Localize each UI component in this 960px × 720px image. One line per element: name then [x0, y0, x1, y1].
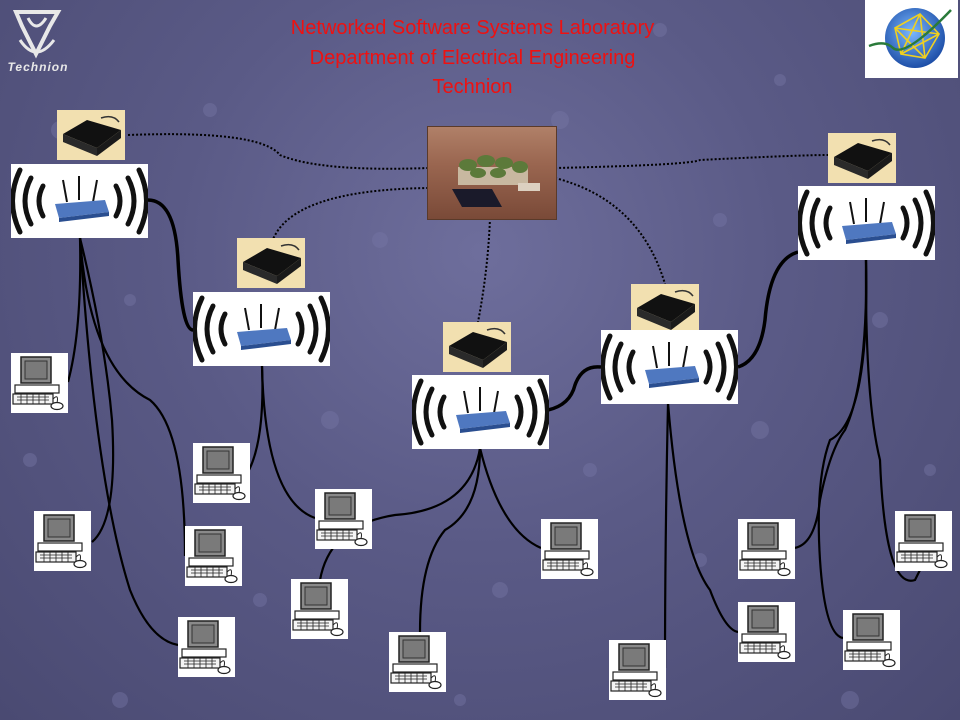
- desktop-computer-icon: [738, 519, 795, 579]
- wire-r3-r4: [547, 365, 602, 412]
- wire-r2-pc5: [247, 365, 264, 473]
- wire-r5-pc12: [793, 259, 868, 550]
- institution-title: Technion: [432, 76, 513, 98]
- wire-r2-pc6: [260, 365, 316, 520]
- black-base-station-icon: [237, 238, 305, 288]
- wire-r3-pc8: [418, 447, 482, 633]
- wire-r5-pc14: [864, 259, 926, 582]
- mars-rover-lander-image: [427, 126, 557, 220]
- backhaul-link-1: [127, 133, 429, 170]
- wireless-router-icon: [193, 292, 330, 366]
- desktop-computer-icon: [193, 443, 250, 503]
- desktop-computer-icon: [389, 632, 446, 692]
- desktop-computer-icon: [609, 640, 666, 700]
- black-base-station-icon: [828, 133, 896, 183]
- black-base-station-icon: [631, 284, 699, 334]
- desktop-computer-icon: [11, 353, 68, 413]
- desktop-computer-icon: [315, 489, 372, 549]
- wire-r5-pc13: [817, 259, 868, 640]
- desktop-computer-icon: [738, 602, 795, 662]
- wireless-router-icon: [11, 164, 148, 238]
- wire-r3-pc9: [478, 447, 542, 550]
- wire-r1-pc4: [78, 237, 179, 647]
- wire-r1-pc1: [66, 237, 82, 383]
- lab-globe-network-icon: [865, 0, 958, 78]
- wire-r1-pc3: [78, 237, 187, 557]
- department-title: Department of Electrical Engineering: [309, 47, 636, 69]
- technion-logo-text: Technion: [7, 60, 69, 74]
- black-base-station-icon: [443, 322, 511, 372]
- lab-title: Networked Software Systems Laboratory: [290, 17, 655, 39]
- wireless-router-icon: [798, 186, 935, 260]
- backhaul-link-3: [477, 217, 491, 323]
- backhaul-link-4: [554, 177, 666, 285]
- backhaul-link-5: [554, 154, 829, 169]
- wire-r1-pc2: [78, 237, 115, 543]
- desktop-computer-icon: [843, 610, 900, 670]
- wire-r4-r5: [737, 250, 799, 369]
- desktop-computer-icon: [541, 519, 598, 579]
- wireless-router-icon: [412, 375, 549, 449]
- backhaul-link-2: [271, 187, 429, 243]
- wire-r3-pc7: [318, 447, 482, 581]
- wire-r4-pc10: [663, 402, 670, 669]
- desktop-computer-icon: [291, 579, 348, 639]
- wire-r4-pc11: [666, 402, 739, 634]
- desktop-computer-icon: [34, 511, 91, 571]
- black-base-station-icon: [57, 110, 125, 160]
- desktop-computer-icon: [185, 526, 242, 586]
- desktop-computer-icon: [178, 617, 235, 677]
- desktop-computer-icon: [895, 511, 952, 571]
- wireless-router-icon: [601, 330, 738, 404]
- wire-r1-r2: [147, 198, 194, 332]
